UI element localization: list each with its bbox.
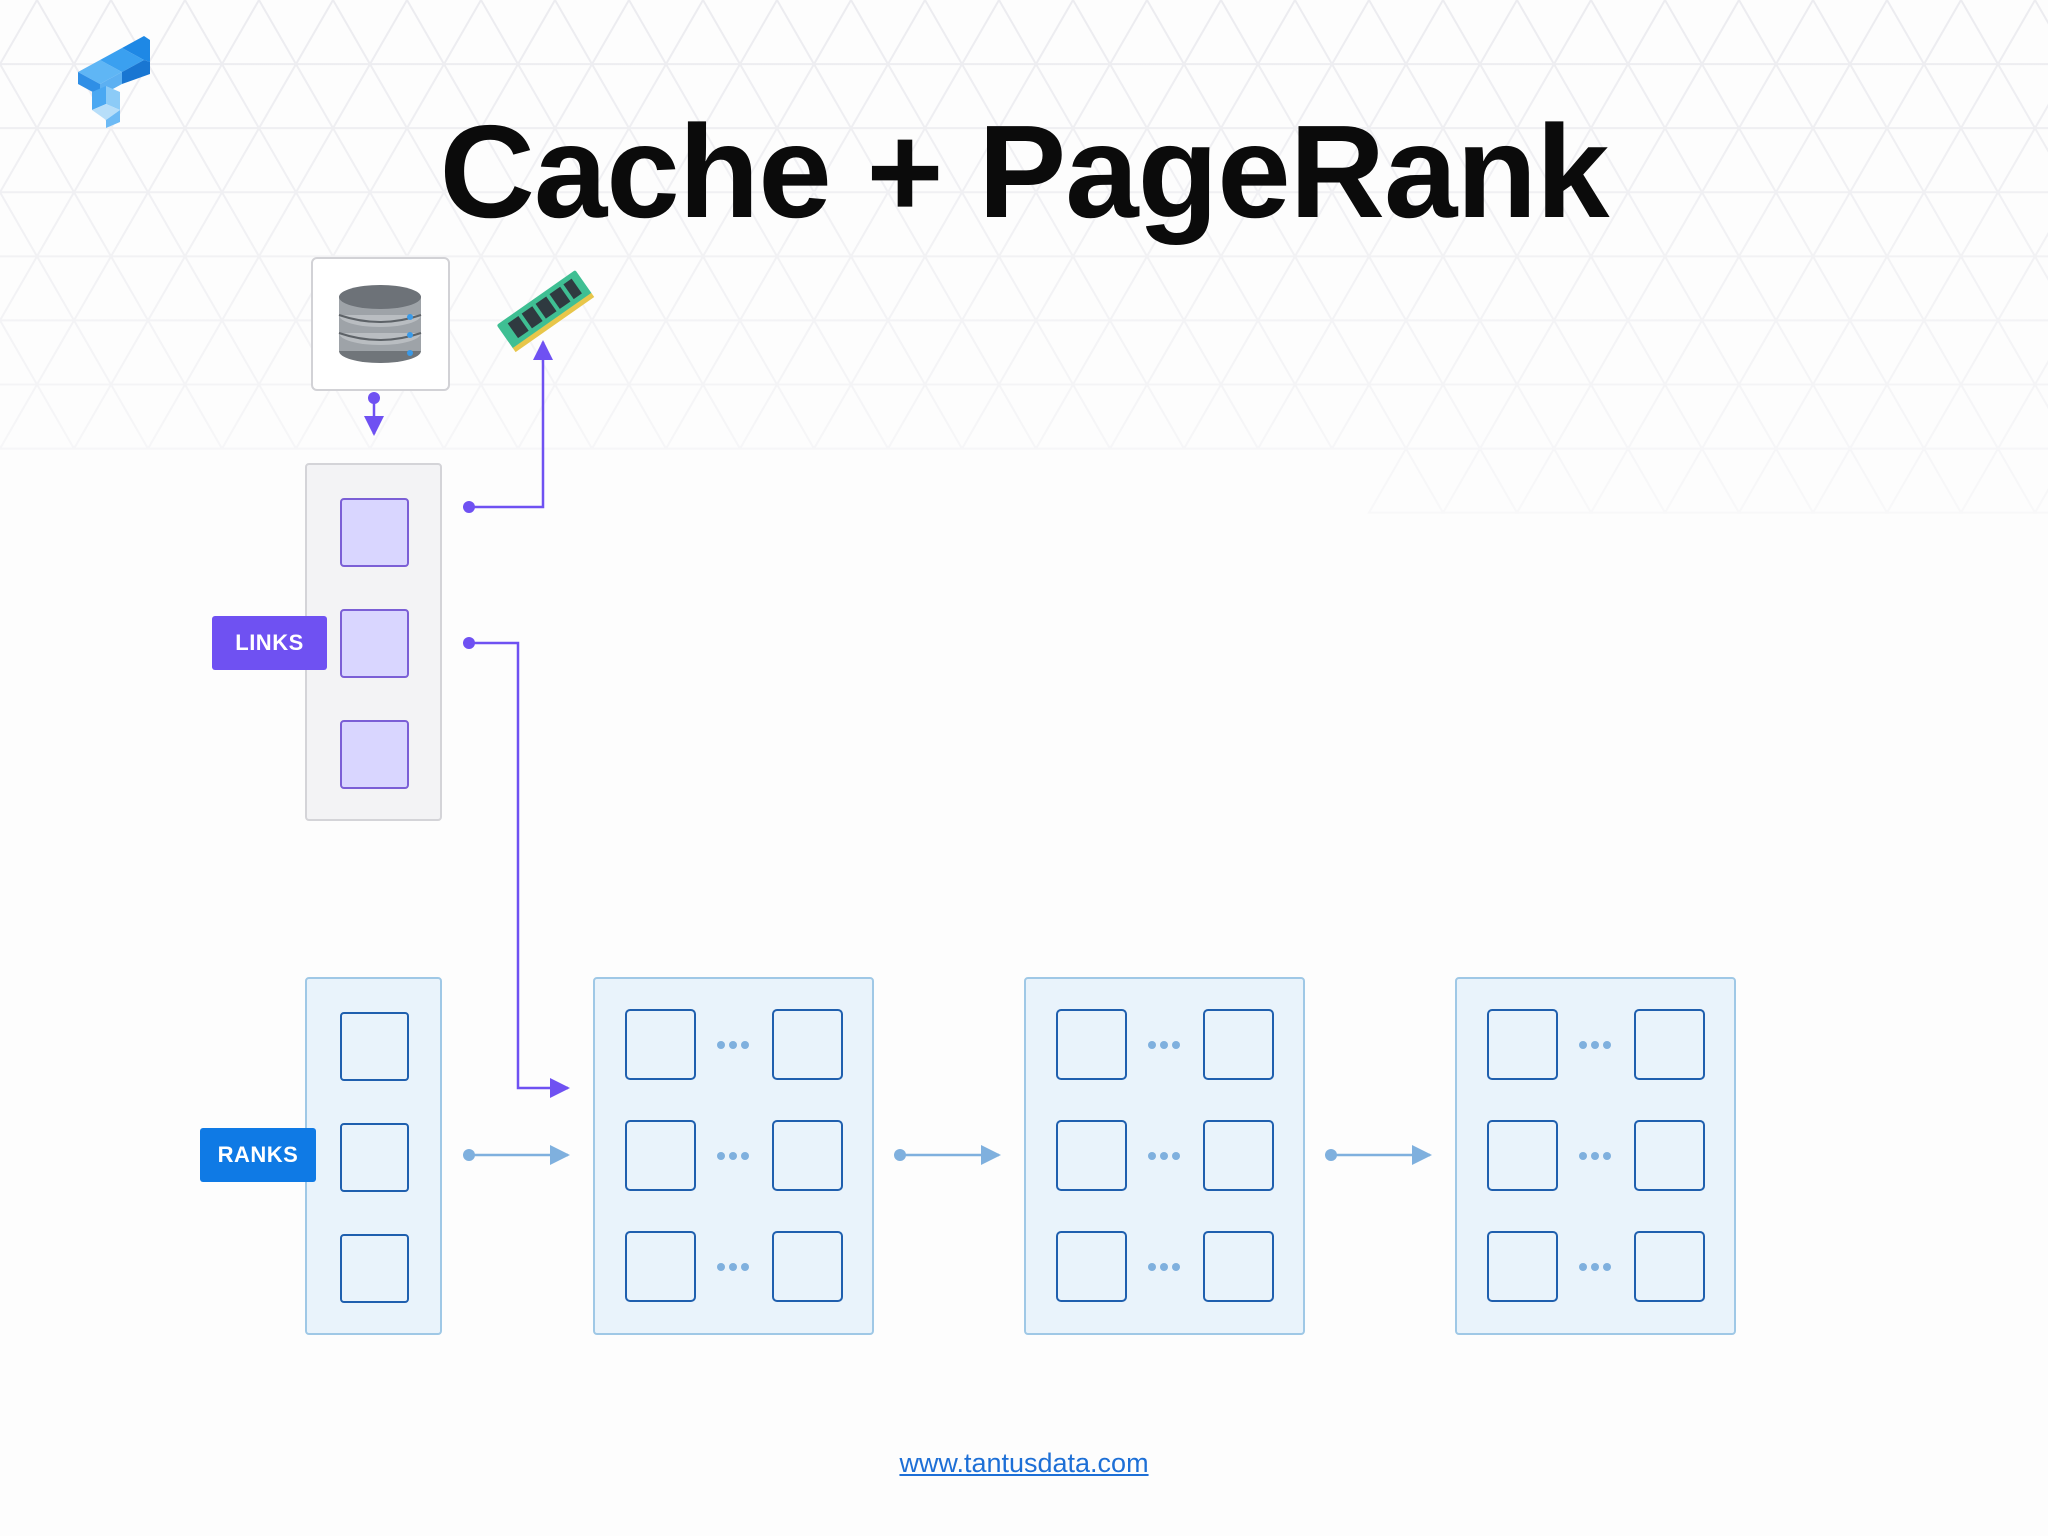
footer-link[interactable]: www.tantusdata.com xyxy=(899,1448,1149,1478)
links-partition xyxy=(340,498,409,567)
iteration-stage-1 xyxy=(593,977,874,1335)
ranks-partition xyxy=(340,1123,409,1192)
database-card xyxy=(311,257,450,391)
ram-module-icon xyxy=(497,270,595,353)
links-partition xyxy=(340,609,409,678)
database-icon xyxy=(338,285,422,363)
page-title: Cache + PageRank xyxy=(439,98,1610,245)
ranks-partition xyxy=(340,1234,409,1303)
links-label: LINKS xyxy=(212,616,327,670)
ranks-dataset-panel xyxy=(305,977,442,1335)
ranks-partition xyxy=(340,1012,409,1081)
links-dataset-panel xyxy=(305,463,442,821)
tantusdata-logo-icon xyxy=(78,36,150,128)
iteration-stage-2 xyxy=(1024,977,1305,1335)
ranks-label: RANKS xyxy=(200,1128,316,1182)
iteration-stage-3 xyxy=(1455,977,1736,1335)
links-partition xyxy=(340,720,409,789)
